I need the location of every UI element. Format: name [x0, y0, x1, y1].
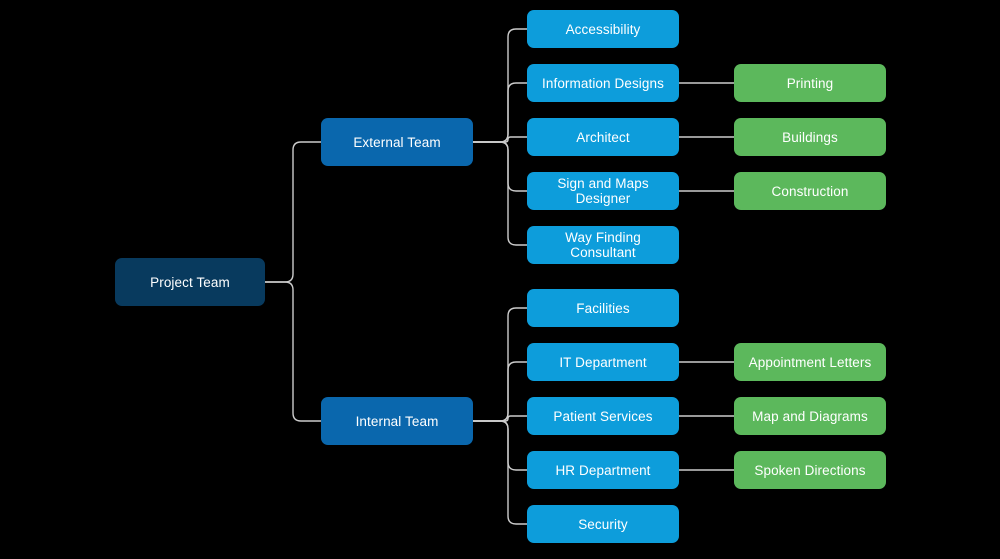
- node-unit-1-1[interactable]: IT Department: [527, 343, 679, 381]
- node-leaf-1-1[interactable]: Appointment Letters: [734, 343, 886, 381]
- node-leaf-0-1[interactable]: Printing: [734, 64, 886, 102]
- node-unit-1-2[interactable]: Patient Services: [527, 397, 679, 435]
- node-unit-1-4[interactable]: Security: [527, 505, 679, 543]
- node-team-internal[interactable]: Internal Team: [321, 397, 473, 445]
- node-unit-0-0[interactable]: Accessibility: [527, 10, 679, 48]
- node-unit-0-3[interactable]: Sign and Maps Designer: [527, 172, 679, 210]
- node-unit-1-0[interactable]: Facilities: [527, 289, 679, 327]
- node-leaf-0-3[interactable]: Construction: [734, 172, 886, 210]
- node-unit-0-4[interactable]: Way Finding Consultant: [527, 226, 679, 264]
- node-project-team[interactable]: Project Team: [115, 258, 265, 306]
- node-leaf-1-2[interactable]: Map and Diagrams: [734, 397, 886, 435]
- node-team-external[interactable]: External Team: [321, 118, 473, 166]
- node-unit-0-1[interactable]: Information Designs: [527, 64, 679, 102]
- node-leaf-0-2[interactable]: Buildings: [734, 118, 886, 156]
- node-leaf-1-3[interactable]: Spoken Directions: [734, 451, 886, 489]
- node-unit-0-2[interactable]: Architect: [527, 118, 679, 156]
- node-unit-1-3[interactable]: HR Department: [527, 451, 679, 489]
